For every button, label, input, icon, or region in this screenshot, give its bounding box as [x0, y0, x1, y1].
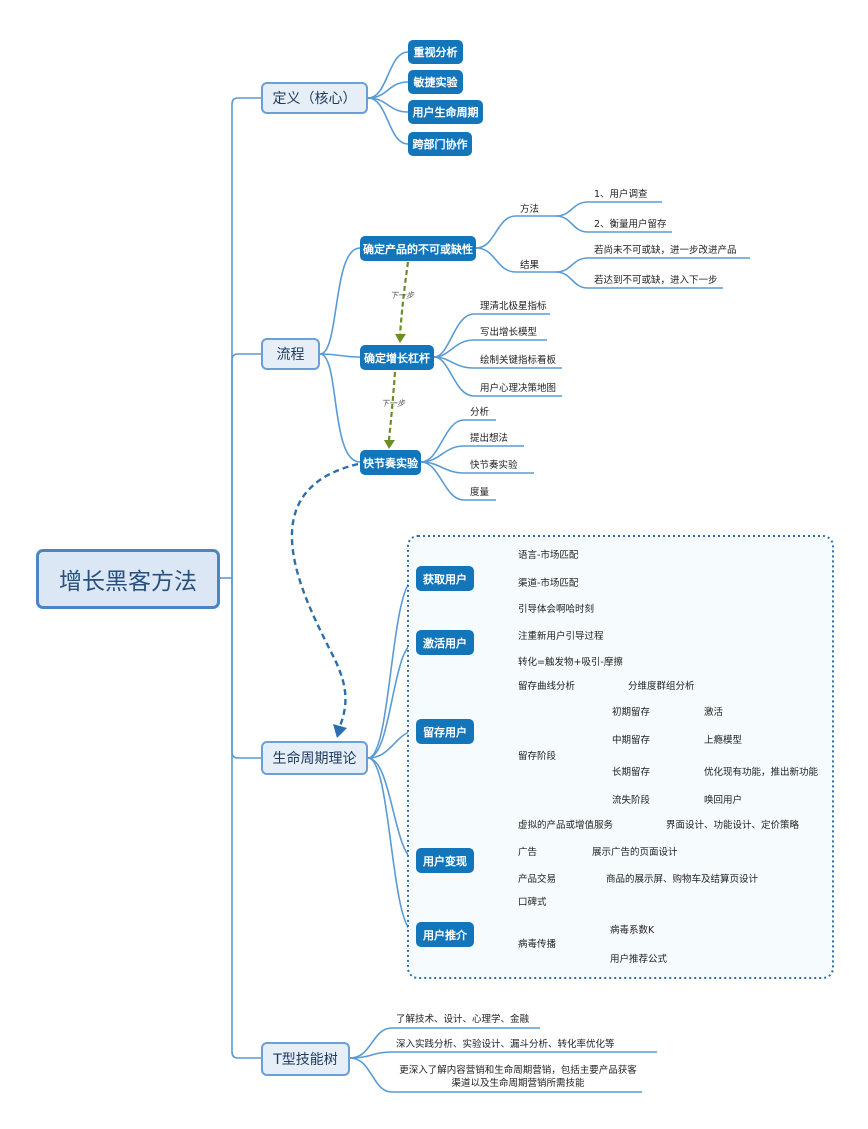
- lifecycle-refer[interactable]: 用户推介: [416, 922, 474, 947]
- stage-row-child[interactable]: 激活: [704, 707, 724, 718]
- lever-item[interactable]: 写出增长模型: [480, 327, 538, 338]
- retain-curve-child[interactable]: 分维度群组分析: [628, 681, 695, 692]
- lifecycle-acquire[interactable]: 获取用户: [416, 566, 474, 591]
- result-item[interactable]: 若尚未不可或缺，进一步改进产品: [594, 245, 737, 256]
- monetize-row-child[interactable]: 展示广告的页面设计: [592, 847, 678, 858]
- next-step-label: 下一步: [381, 399, 405, 408]
- stage-row[interactable]: 初期留存: [612, 707, 651, 718]
- retain-stage[interactable]: 留存阶段: [518, 751, 557, 762]
- refer-word-of-mouth[interactable]: 口碑式: [518, 897, 547, 908]
- tskill-item[interactable]: 深入实践分析、实验设计、漏斗分析、转化率优化等: [396, 1039, 615, 1050]
- tskill-item[interactable]: 更深入了解内容营销和生命周期营销，包括主要产品获客: [399, 1065, 637, 1076]
- definition-item-cross-team[interactable]: 跨部门协作: [408, 132, 472, 156]
- process-topic[interactable]: 流程: [261, 338, 320, 370]
- method-item[interactable]: 2、衡量用户留存: [594, 219, 667, 230]
- retain-curve[interactable]: 留存曲线分析: [518, 681, 576, 692]
- experiment-item[interactable]: 分析: [470, 407, 490, 418]
- process-step-indispensable[interactable]: 确定产品的不可或缺性: [360, 236, 476, 261]
- tskill-item[interactable]: 渠道以及生命周期营销所需技能: [451, 1078, 585, 1089]
- lifecycle-activate[interactable]: 激活用户: [416, 630, 474, 655]
- process-step-growth-lever[interactable]: 确定增长杠杆: [360, 345, 434, 370]
- acquire-item[interactable]: 语言-市场匹配: [518, 550, 579, 561]
- experiment-item[interactable]: 度量: [470, 487, 490, 498]
- activate-item[interactable]: 引导体会啊哈时刻: [518, 604, 595, 615]
- process-step-fast-experiment[interactable]: 快节奏实验: [360, 450, 421, 475]
- lever-item[interactable]: 绘制关键指标看板: [480, 355, 557, 366]
- definition-item-analysis[interactable]: 重视分析: [408, 40, 463, 64]
- stage-row[interactable]: 长期留存: [612, 767, 651, 778]
- lever-item[interactable]: 用户心理决策地图: [480, 383, 557, 394]
- definition-topic[interactable]: 定义（核心）: [261, 82, 368, 114]
- root-topic[interactable]: 增长黑客方法: [36, 549, 220, 609]
- definition-item-lifecycle[interactable]: 用户生命周期: [408, 100, 483, 124]
- viral-item[interactable]: 病毒系数K: [610, 925, 655, 936]
- monetize-row[interactable]: 虚拟的产品或增值服务: [518, 820, 614, 831]
- lifecycle-topic[interactable]: 生命周期理论: [261, 741, 368, 775]
- stage-row-child[interactable]: 上瘾模型: [704, 735, 743, 746]
- monetize-row-child[interactable]: 界面设计、功能设计、定价策略: [666, 820, 800, 831]
- stage-row[interactable]: 中期留存: [612, 735, 651, 746]
- tskill-item[interactable]: 了解技术、设计、心理学、金融: [396, 1014, 530, 1025]
- refer-viral[interactable]: 病毒传播: [518, 939, 557, 950]
- next-step-label: 下一步: [390, 291, 414, 300]
- stage-row-child[interactable]: 优化现有功能，推出新功能: [704, 767, 819, 778]
- viral-item[interactable]: 用户推荐公式: [610, 954, 668, 965]
- stage-row[interactable]: 流失阶段: [612, 795, 651, 806]
- stage-row-child[interactable]: 唤回用户: [704, 795, 743, 806]
- result-item[interactable]: 若达到不可或缺，进入下一步: [594, 275, 718, 286]
- step1-result[interactable]: 结果: [520, 260, 540, 271]
- monetize-row[interactable]: 广告: [518, 847, 538, 858]
- monetize-row[interactable]: 产品交易: [518, 874, 557, 885]
- tskill-topic[interactable]: T型技能树: [261, 1042, 350, 1076]
- acquire-item[interactable]: 渠道-市场匹配: [518, 578, 579, 589]
- activate-item[interactable]: 注重新用户引导过程: [518, 631, 604, 642]
- lifecycle-monetize[interactable]: 用户变现: [416, 848, 474, 873]
- monetize-row-child[interactable]: 商品的展示屏、购物车及结算页设计: [606, 874, 759, 885]
- definition-item-agile[interactable]: 敏捷实验: [408, 70, 463, 94]
- method-item[interactable]: 1、用户调查: [594, 189, 648, 200]
- experiment-item[interactable]: 提出想法: [470, 433, 509, 444]
- activate-item[interactable]: 转化=触发物+吸引-摩擦: [518, 657, 623, 668]
- experiment-item[interactable]: 快节奏实验: [470, 460, 518, 471]
- lifecycle-retain[interactable]: 留存用户: [416, 719, 474, 744]
- step1-method[interactable]: 方法: [520, 204, 540, 215]
- lever-item[interactable]: 理清北极星指标: [480, 301, 547, 312]
